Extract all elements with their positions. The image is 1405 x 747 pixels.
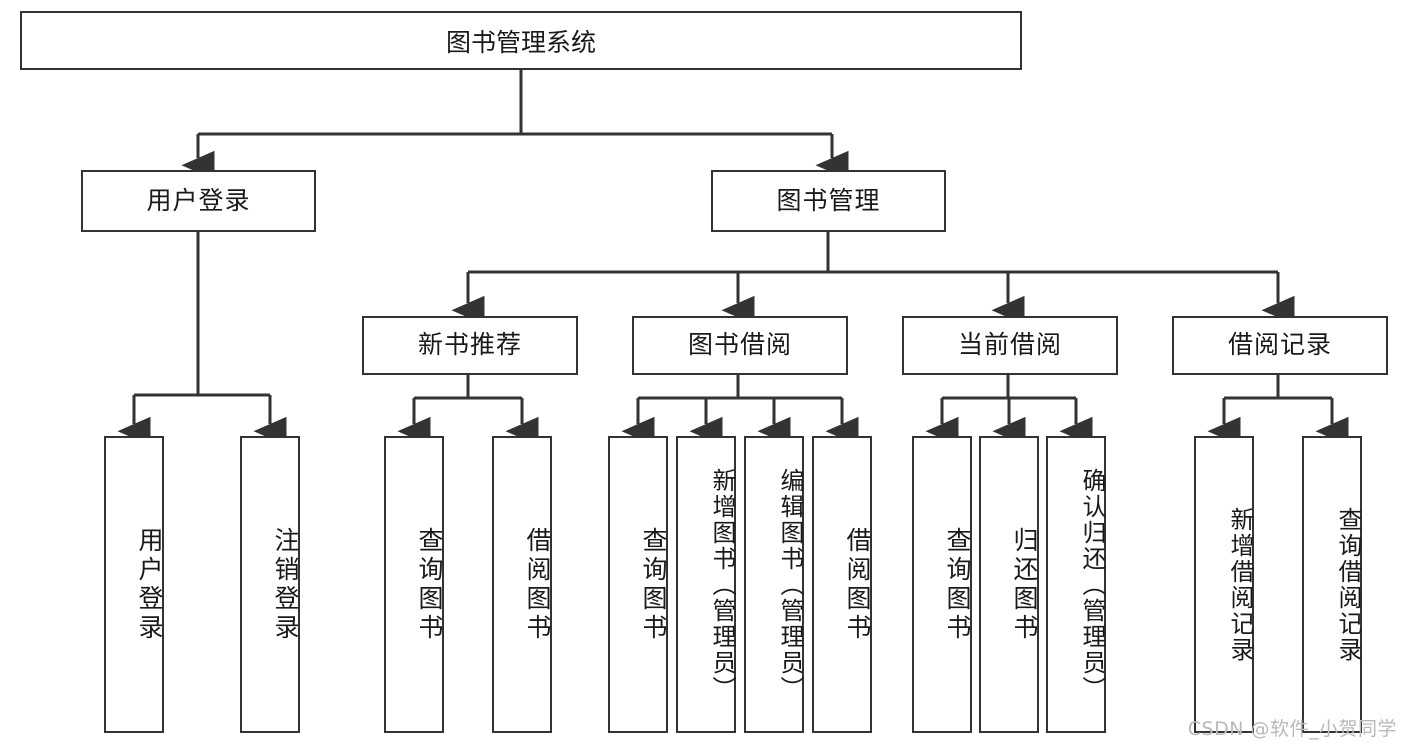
node-label: 查询借阅记录 (1334, 506, 1362, 663)
leaf-borrow-book-recommend[interactable]: 借阅图书 (492, 436, 552, 733)
node-label: 查询图书 (415, 526, 444, 643)
node-book-management[interactable]: 图书管理 (711, 170, 946, 232)
leaf-query-book-current[interactable]: 查询图书 (912, 436, 972, 733)
node-label: 借阅图书 (523, 526, 552, 643)
node-label: 图书管理系统 (445, 27, 596, 57)
leaf-return-book[interactable]: 归还图书 (979, 436, 1039, 733)
csdn-watermark: CSDN @软件_小贺同学 (1187, 718, 1397, 740)
leaf-borrow-book[interactable]: 借阅图书 (812, 436, 872, 733)
leaf-edit-book-admin[interactable]: 编辑图书（管理员） (744, 436, 804, 733)
node-new-book-recommend[interactable]: 新书推荐 (362, 316, 578, 375)
node-label: 图书借阅 (687, 330, 792, 360)
node-user-login[interactable]: 用户登录 (81, 170, 316, 232)
leaf-query-book-recommend[interactable]: 查询图书 (384, 436, 444, 733)
node-label: 编辑图书（管理员） (776, 467, 804, 702)
leaf-user-login[interactable]: 用户登录 (104, 436, 164, 733)
leaf-add-borrow-record[interactable]: 新增借阅记录 (1194, 436, 1254, 733)
leaf-logout[interactable]: 注销登录 (240, 436, 300, 733)
node-label: 借阅记录 (1227, 330, 1332, 360)
node-label: 查询图书 (943, 526, 972, 643)
node-label: 注销登录 (271, 526, 300, 643)
node-label: 归还图书 (1010, 526, 1039, 643)
node-label: 查询图书 (639, 526, 668, 643)
node-root-system[interactable]: 图书管理系统 (20, 11, 1022, 70)
node-label: 当前借阅 (957, 330, 1062, 360)
node-label: 新增借阅记录 (1226, 506, 1254, 663)
leaf-confirm-return-admin[interactable]: 确认归还（管理员） (1046, 436, 1106, 733)
node-current-borrow[interactable]: 当前借阅 (902, 316, 1118, 375)
node-label: 新增图书（管理员） (708, 467, 736, 702)
node-book-borrow[interactable]: 图书借阅 (632, 316, 848, 375)
node-label: 用户登录 (146, 185, 251, 215)
leaf-query-borrow-record[interactable]: 查询借阅记录 (1302, 436, 1362, 733)
node-label: 借阅图书 (843, 526, 872, 643)
leaf-query-book-borrow[interactable]: 查询图书 (608, 436, 668, 733)
node-label: 图书管理 (776, 185, 881, 215)
node-borrow-record[interactable]: 借阅记录 (1172, 316, 1388, 375)
node-label: 确认归还（管理员） (1078, 467, 1106, 702)
node-label: 用户登录 (135, 526, 164, 643)
node-label: 新书推荐 (417, 330, 522, 360)
leaf-add-book-admin[interactable]: 新增图书（管理员） (676, 436, 736, 733)
